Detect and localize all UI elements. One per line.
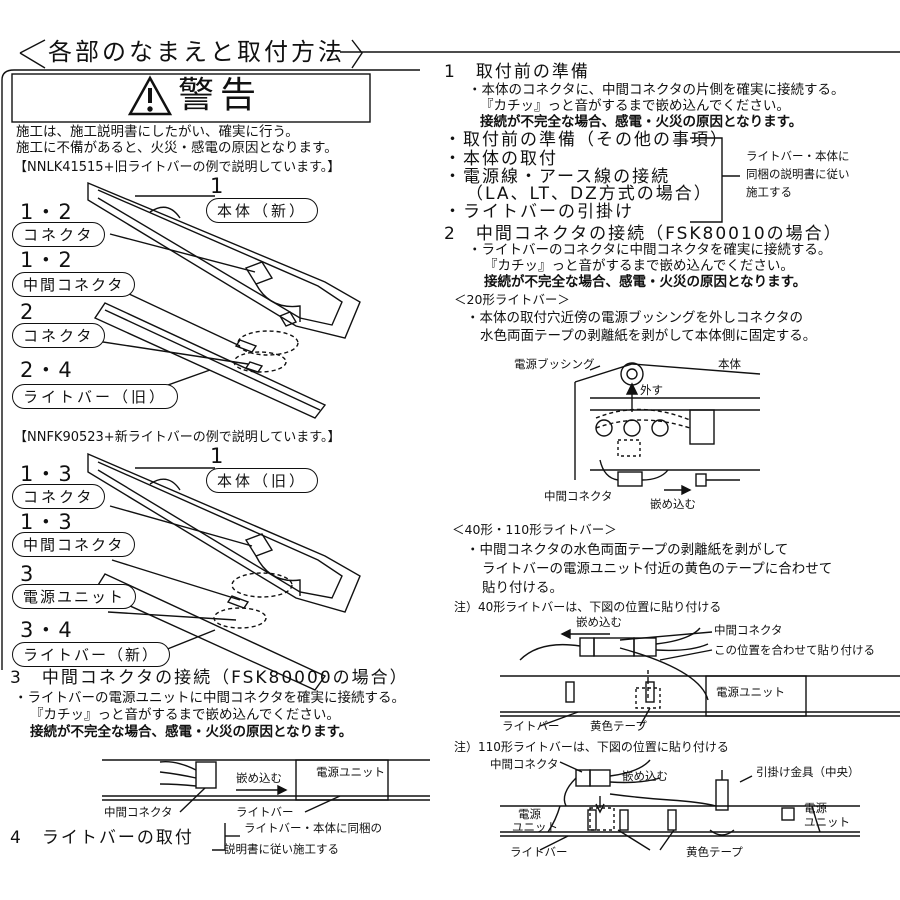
warning-title: 警告 — [178, 75, 263, 116]
step4-note-1: ライトバー・本体に同梱の — [244, 821, 382, 835]
d20-line-2: 水色両面テープの剥離紙を剥がして本体側に固定する。 — [480, 328, 817, 344]
d2-bar-num: 3・4 — [20, 618, 74, 642]
f110-bar: ライトバー — [510, 845, 568, 859]
sub-40-110: ＜40形・110形ライトバー＞ — [452, 522, 617, 537]
d2-mid-label: 中間コネクタ — [12, 532, 136, 557]
f40-tape: 黄色テープ — [590, 719, 647, 733]
d2-connector-label: コネクタ — [12, 484, 106, 509]
f20-bushing: 電源ブッシング — [514, 357, 595, 371]
f20-mid: 中間コネクタ — [544, 489, 613, 503]
d40-line-3: 貼り付ける。 — [482, 580, 563, 596]
f40-align: この位置を合わせて貼り付ける — [714, 643, 875, 657]
step1-title: 1 取付前の準備 — [444, 62, 590, 82]
d2-bar-label: ライトバー（新） — [12, 642, 171, 667]
d1-c2-num: 2 — [20, 300, 36, 324]
step2-line-2: 『カチッ』っと音がするまで嵌め込んでください。 — [484, 258, 794, 274]
s3-fig-mid: 中間コネクタ — [104, 805, 173, 819]
f20-insert: 嵌め込む — [650, 497, 696, 511]
step2-warning: 接続が不完全な場合、感電・火災の原因となります。 — [484, 274, 807, 290]
f110-psu-right-1: 電源 — [804, 801, 827, 815]
page-title: 各部のなまえと取付方法 — [48, 38, 345, 66]
d2-body-num: 1 — [210, 444, 226, 468]
step1-item-3: ・電源線・アース線の接続 — [444, 167, 671, 187]
s3-fig-bar: ライトバー — [236, 805, 294, 819]
f40-psu: 電源ユニット — [716, 685, 785, 699]
f20-remove: 外す — [640, 383, 663, 397]
f40-insert: 嵌め込む — [576, 615, 622, 629]
warning-line-1: 施工は、施工説明書にしたがい、確実に行う。 — [16, 124, 299, 140]
step1-warning: 接続が不完全な場合、感電・火災の原因となります。 — [480, 114, 803, 130]
f40-mid: 中間コネクタ — [714, 623, 783, 637]
step1-item-2: ・本体の取付 — [444, 149, 558, 169]
step1-item-5: ・ライトバーの引掛け — [444, 202, 634, 222]
step1-side-3: 施工する — [746, 185, 792, 199]
f110-psu-left-2: ユニット — [512, 820, 558, 834]
step4-title: 4 ライトバーの取付 — [10, 828, 194, 848]
diagram1-caption: 【NNLK41515+旧ライトバーの例で説明しています。】 — [14, 160, 341, 175]
d20-line-1: ・本体の取付穴近傍の電源ブッシングを外しコネクタの — [466, 310, 803, 326]
d1-bar-num: 2・4 — [20, 358, 74, 382]
d1-mid-label: 中間コネクタ — [12, 272, 136, 297]
d40-line-2: ライトバーの電源ユニット付近の黄色のテープに合わせて — [482, 561, 833, 577]
d2-psu-label: 電源ユニット — [12, 584, 137, 609]
step2-line-1: ・ライトバーのコネクタに中間コネクタを確実に接続する。 — [468, 242, 832, 258]
step2-title: 2 中間コネクタの接続（FSK80010の場合） — [444, 224, 843, 244]
f110-hook: 引掛け金具（中央） — [756, 765, 860, 779]
f20-body: 本体 — [718, 357, 741, 371]
f110-psu-right-2: ユニット — [804, 815, 850, 829]
step1-item-4: （LA、LT、DZ方式の場合） — [466, 184, 713, 204]
step3-line-1: ・ライトバーの電源ユニットに中間コネクタを確実に接続する。 — [14, 690, 405, 706]
f110-mid: 中間コネクタ — [490, 757, 559, 771]
d2-connector-num: 1・3 — [20, 462, 74, 486]
f110-psu-left-1: 電源 — [518, 807, 541, 821]
f110-tape: 黄色テープ — [686, 845, 743, 859]
diagram2-caption: 【NNFK90523+新ライトバーの例で説明しています。】 — [14, 430, 341, 445]
s3-fig-insert: 嵌め込む — [236, 771, 282, 785]
warning-line-2: 施工に不備があると、火災・感電の原因となります。 — [16, 140, 338, 156]
d1-connector-label: コネクタ — [12, 222, 106, 247]
step4-note-2: 説明書に従い施工する — [224, 842, 339, 856]
d40-line-1: ・中間コネクタの水色両面テープの剥離紙を剥がして — [466, 542, 789, 558]
f110-insert: 嵌め込む — [622, 769, 668, 783]
step1-line-2: 『カチッ』っと音がするまで嵌め込んでください。 — [480, 98, 790, 114]
s3-fig-psu: 電源ユニット — [316, 765, 385, 779]
d2-psu-num: 3 — [20, 562, 36, 586]
note-40: 注）40形ライトバーは、下図の位置に貼り付ける — [454, 600, 722, 614]
step1-side-1: ライトバー・本体に — [746, 149, 850, 163]
step3-title: 3 中間コネクタの接続（FSK80000の場合） — [10, 668, 409, 688]
d1-mid-num: 1・2 — [20, 248, 74, 272]
d1-body-label: 本体（新） — [206, 198, 319, 223]
d1-connector-num: 1・2 — [20, 200, 74, 224]
d1-c2-label: コネクタ — [12, 323, 106, 348]
f40-bar: ライトバー — [502, 719, 560, 733]
step1-line-1: ・本体のコネクタに、中間コネクタの片側を確実に接続する。 — [468, 82, 845, 98]
step3-warning: 接続が不完全な場合、感電・火災の原因となります。 — [30, 724, 353, 740]
note-110: 注）110形ライトバーは、下図の位置に貼り付ける — [454, 740, 729, 754]
sub-20: ＜20形ライトバー＞ — [454, 292, 570, 307]
d1-body-num: 1 — [210, 174, 226, 198]
d2-mid-num: 1・3 — [20, 510, 74, 534]
step1-side-2: 同梱の説明書に従い — [746, 167, 850, 181]
step1-item-1: ・取付前の準備（その他の事項） — [444, 130, 729, 150]
d1-bar-label: ライトバー（旧） — [12, 384, 179, 409]
d2-body-label: 本体（旧） — [206, 468, 319, 493]
step3-line-2: 『カチッ』っと音がするまで嵌め込んでください。 — [30, 707, 340, 723]
